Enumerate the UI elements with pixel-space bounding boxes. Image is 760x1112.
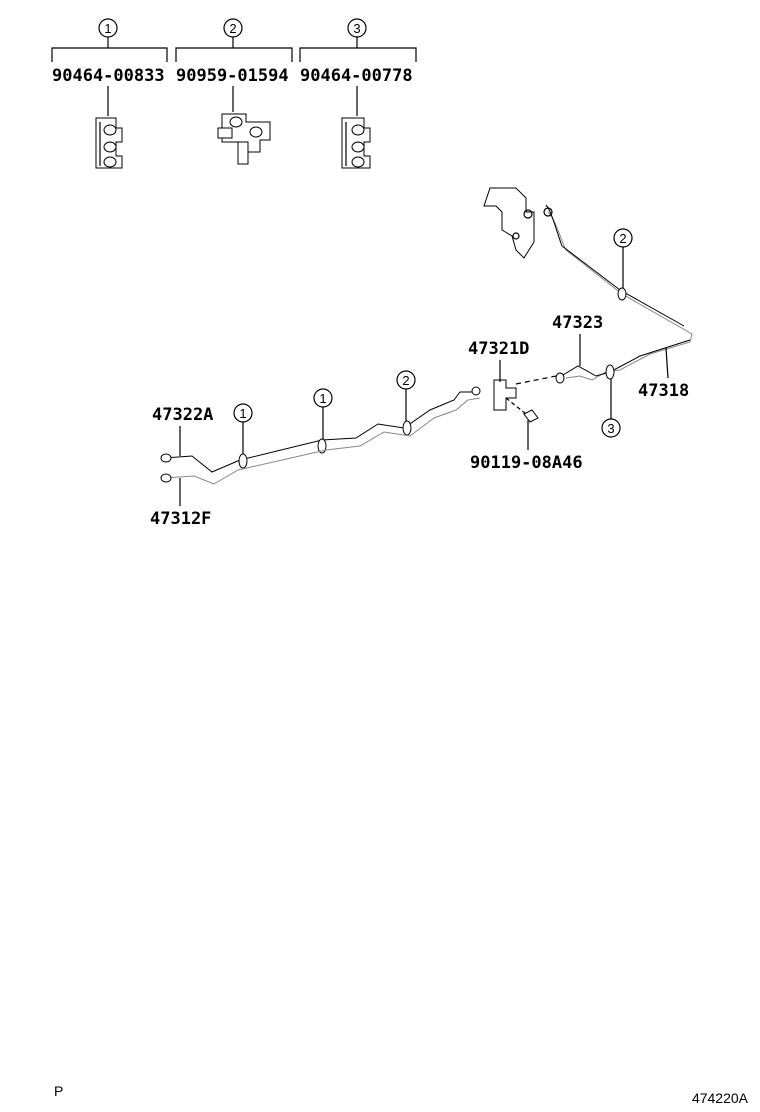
legend-item-2: 2 90959-01594 [175,18,293,165]
legend-ref-3: 3 [353,21,360,36]
callout-2a: 2 [396,370,416,421]
footer-left-code: P [54,1083,63,1099]
label-47312F: 47312F [150,478,211,529]
label-47323: 47323 [552,313,603,366]
part-label-47321D: 47321D [468,339,529,359]
brake-pipe-47322A [160,386,481,473]
clip-marker [605,364,615,380]
illustration-number: 474220A [692,1090,749,1106]
clip-illustration-1 [95,117,123,169]
clip-illustration-3 [341,117,371,169]
part-label-47322A: 47322A [152,405,213,425]
svg-text:2: 2 [619,231,626,246]
brake-pipe-47323 [555,339,691,384]
svg-text:2: 2 [402,373,409,388]
clip-marker [617,287,627,301]
label-47322A: 47322A [152,405,213,456]
bolt-90119 [523,409,539,423]
part-label-47323: 47323 [552,313,603,333]
callout-3: 3 [601,379,621,438]
part-label-47312F: 47312F [150,509,211,529]
clip-illustration-2 [217,113,271,165]
legend-ref-1: 1 [104,21,111,36]
pipe-union-47321D [493,375,557,423]
svg-text:1: 1 [239,406,246,421]
legend-part-number-2: 90959-01594 [176,66,289,86]
legend-ref-2: 2 [229,21,236,36]
clip-marker [238,453,248,469]
callout-1a: 1 [233,403,253,454]
label-90119-08A46: 90119-08A46 [470,420,583,473]
svg-text:3: 3 [607,421,614,436]
legend-item-3: 3 90464-00778 [299,18,417,169]
label-47318: 47318 [638,347,689,401]
callout-2b: 2 [613,228,633,288]
callout-1b: 1 [313,388,333,439]
legend-part-number-3: 90464-00778 [300,66,413,86]
svg-text:1: 1 [319,391,326,406]
part-label-90119-08A46: 90119-08A46 [470,453,583,473]
brake-line-bracket [483,187,535,259]
legend-part-number-1: 90464-00833 [52,66,165,86]
part-label-47318: 47318 [638,381,689,401]
brake-pipe-47312F [160,397,481,485]
label-47321D: 47321D [468,339,529,382]
legend-item-1: 1 90464-00833 [51,18,168,169]
clip-marker [402,420,412,436]
clip-marker [317,438,327,454]
